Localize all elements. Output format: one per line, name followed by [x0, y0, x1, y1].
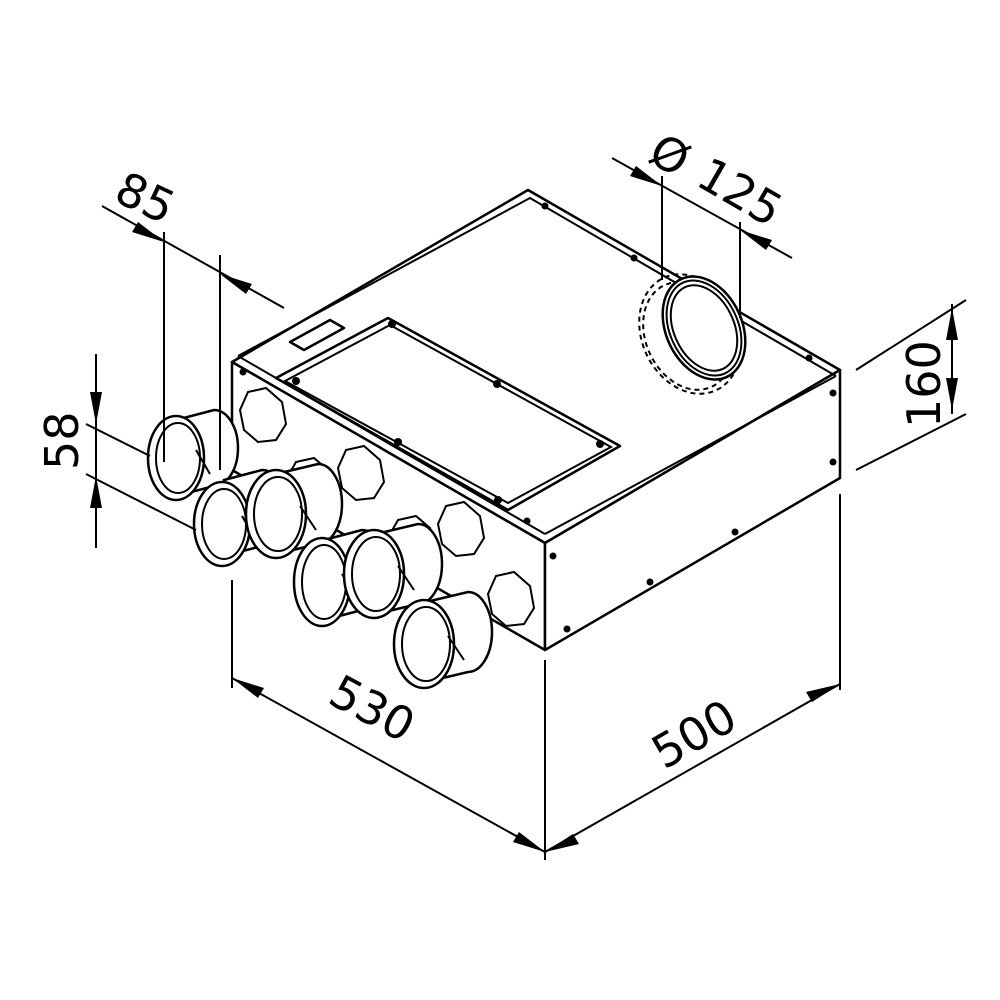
spigot-3 [244, 462, 344, 560]
access-panel-inner [282, 323, 614, 505]
dimension-lines [85, 157, 967, 860]
arrow-160-a [946, 308, 958, 340]
dim-line-85 [101, 205, 285, 309]
rivets [239, 202, 837, 633]
arrow-530-b [513, 832, 545, 852]
arrow-530-a [232, 678, 264, 698]
ext-line-160-b [855, 413, 967, 471]
ext-line-58-a [85, 423, 151, 457]
knockout-3 [436, 500, 486, 558]
ext-line-160-a [855, 299, 967, 371]
label-85: 85 [107, 161, 183, 235]
arrow-500-b [806, 684, 840, 702]
arrow-500-a [545, 834, 579, 852]
arrow-85-b [220, 274, 252, 294]
access-panel [274, 316, 622, 512]
label-58: 58 [35, 411, 89, 470]
label-160: 160 [897, 340, 951, 428]
dim-line-500 [544, 683, 841, 853]
spigot-6 [392, 590, 494, 690]
plenum-box [230, 188, 842, 652]
knockout-2 [336, 444, 386, 502]
arrow-125-a [630, 166, 662, 186]
knockout-4 [486, 570, 536, 628]
arrow-125-b [740, 230, 772, 250]
arrow-58-b [90, 476, 102, 508]
top-right-flange [544, 375, 837, 535]
label-plate [288, 318, 346, 352]
ext-line-58-b [85, 473, 197, 531]
dim-line-530 [231, 677, 546, 853]
label-500: 500 [643, 689, 746, 780]
spigots [146, 408, 494, 690]
arrow-85-a [132, 222, 164, 242]
main-connector [638, 273, 747, 395]
arrow-58-a [90, 392, 102, 424]
knockout-1 [238, 386, 288, 444]
spigot-5 [342, 522, 444, 620]
spigot-1 [146, 408, 240, 502]
arrow-160-b [946, 378, 958, 410]
